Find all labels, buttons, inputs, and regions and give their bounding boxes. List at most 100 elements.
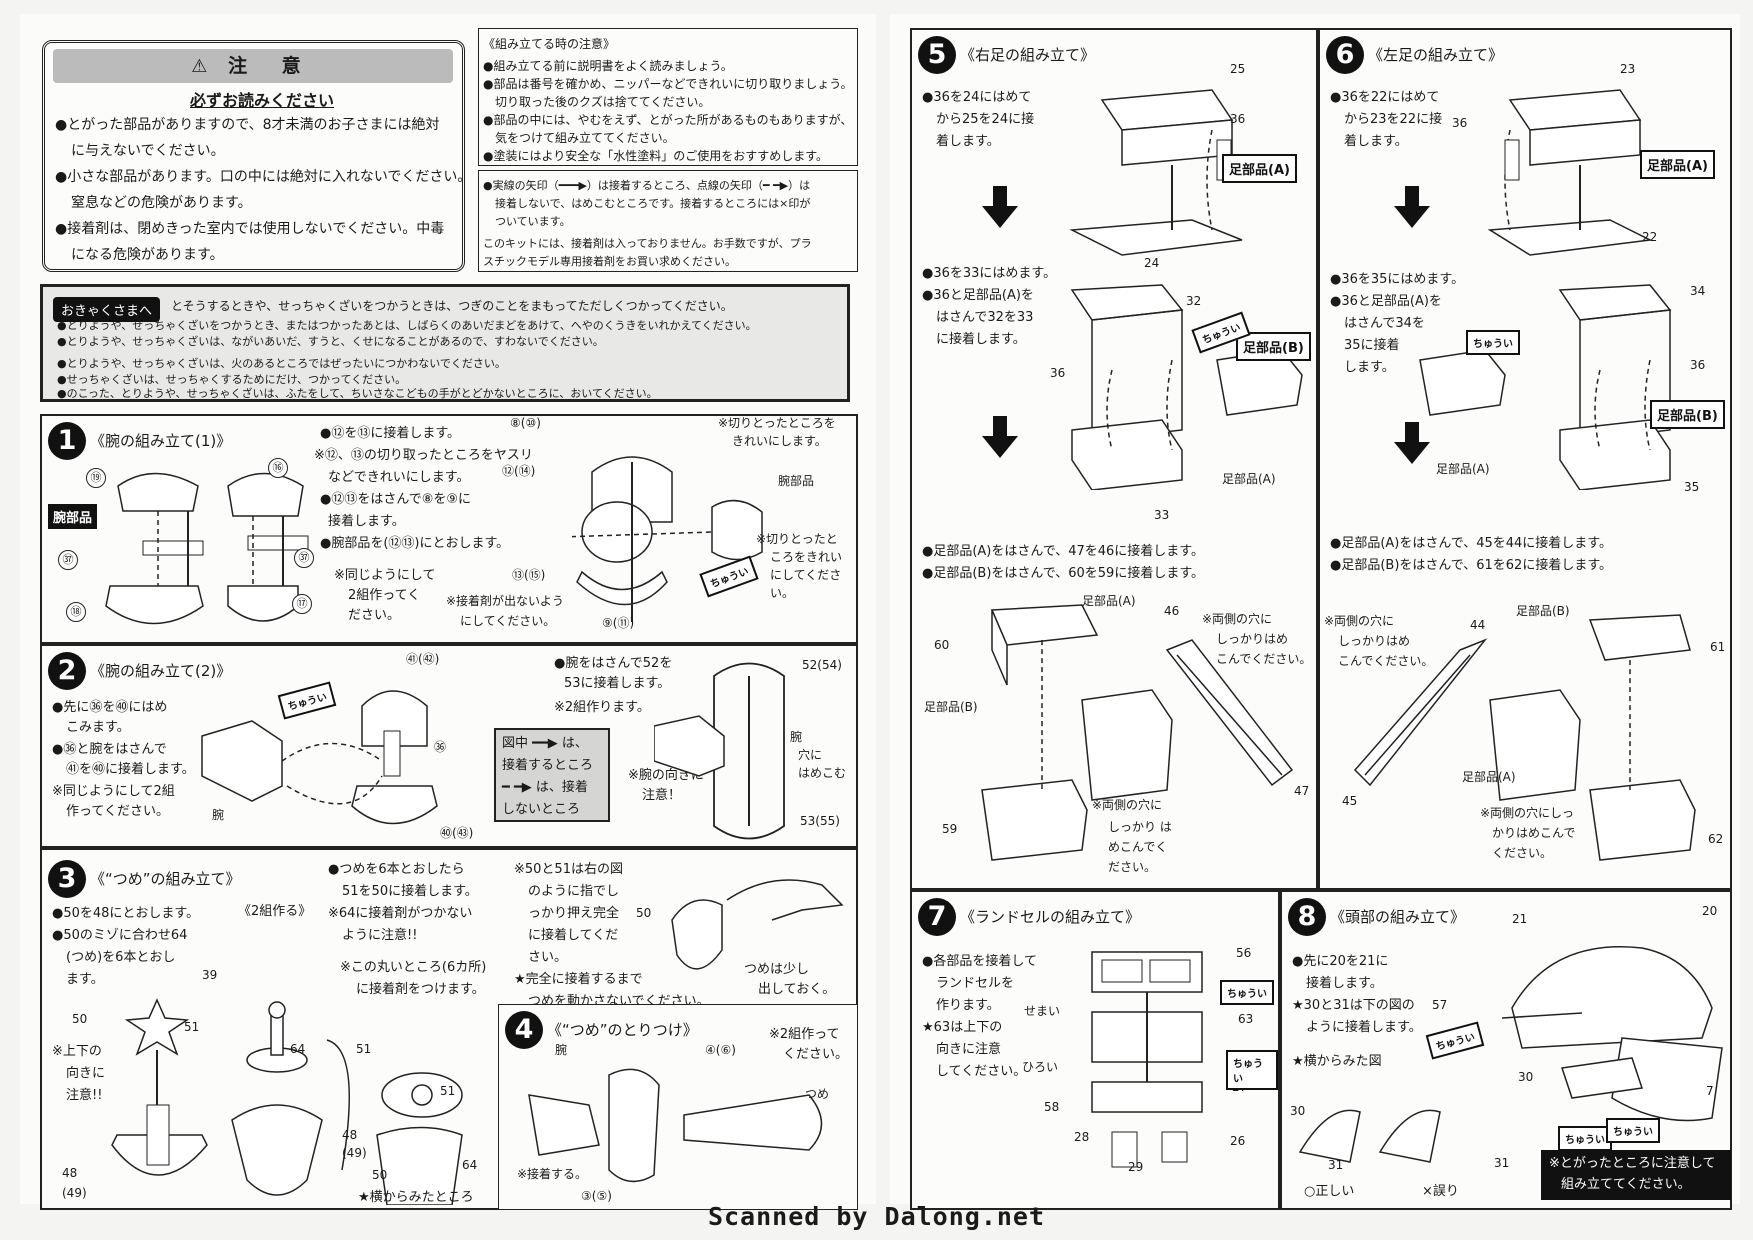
cut-note: きれいにします。: [732, 434, 827, 448]
step3-line: ●つめを6本とおしたら: [328, 862, 465, 877]
part-number-label: 62: [1708, 832, 1724, 846]
step4-box: 4 《“つめ”のとりつけ》 ※2組作って ください。 腕 つめ ④(⑥) ③(⑤…: [498, 1004, 858, 1210]
customer-notice: おきゃくさまへ とそうするときや、せっちゃくざいをつかうときは、つぎのことをまも…: [40, 284, 850, 402]
assembly-notes-title: 《組み立てる時の注意》: [483, 37, 616, 51]
wrong-label: ×誤り: [1422, 1184, 1459, 1199]
left-leg-final-drawing: [1353, 614, 1696, 861]
step4-title: 《“つめ”のとりつけ》: [547, 1021, 698, 1039]
step8-line: ように接着します。: [1306, 1020, 1422, 1035]
assembly-note-line: 切り取った後のクズは捨ててください。: [495, 95, 711, 109]
part-number-label: 51: [184, 1020, 200, 1034]
step5-line: ●36を24にはめて: [922, 90, 1032, 105]
caution-tag: ちゅうい: [1220, 980, 1274, 1005]
part-number-label: 53(55): [800, 814, 840, 828]
part-number-label: 7: [1706, 1084, 1714, 1098]
step4-number: 4: [505, 1011, 543, 1049]
caution-line: 窒息などの危険があります。: [71, 195, 252, 211]
part-number: ㊲: [294, 548, 314, 568]
leg-part-b-label: 足部品(B): [1516, 604, 1570, 618]
step1-line: ●⑫⑬をはさんで⑧を⑨に: [320, 492, 472, 507]
notice-line: 組み立ててください。: [1561, 1176, 1691, 1192]
arm-part-label: 腕部品: [778, 474, 815, 488]
part-number-label: (49): [62, 1186, 87, 1200]
caution-tag: ちゅうい: [1606, 1118, 1660, 1143]
part-number-label: 36: [1230, 112, 1246, 126]
part-number-label: 28: [1074, 1130, 1090, 1144]
glue-note-line: このキットには、接着剤は入っておりません。お手数ですが、プラ: [483, 237, 812, 250]
right-leg-body-drawing: [1070, 284, 1303, 490]
hole-note: こんでください。: [1338, 654, 1434, 668]
step8-title: 《頭部の組み立て》: [1330, 908, 1466, 926]
step6-line: 着します。: [1344, 134, 1408, 149]
part-number-label: 36: [1690, 358, 1706, 372]
two-sets-note: 《2組作る》: [238, 904, 312, 919]
step7-line: 向きに注意: [936, 1042, 1002, 1057]
step1-title: 《腕の組み立て(1)》: [90, 432, 232, 450]
glue-caution-note: ※接着剤が出ないよう: [446, 594, 564, 608]
claw-note: 出しておく。: [758, 982, 836, 997]
arrow-legend-line: ついています。: [495, 215, 571, 228]
step2-line: ●腕をはさんで52を: [554, 656, 673, 671]
part-number-label: 23: [1620, 62, 1636, 76]
step7-line: ●各部品を接着して: [922, 954, 1037, 969]
step6-number: 6: [1326, 36, 1364, 74]
part-number-label: 63: [1238, 1012, 1254, 1026]
step7-box: 7 《ランドセルの組み立て》 ●各部品を接着して ランドセルを 作ります。 ★6…: [910, 890, 1280, 1210]
hole-note: しっかり は: [1108, 820, 1172, 834]
part-number-label: ⑫(⑭): [502, 464, 536, 478]
leg-part-b-tag: 足部品(B): [1236, 332, 1311, 361]
customer-tag: おきゃくさまへ: [53, 297, 161, 322]
cut-note: ※切りとったと: [756, 532, 838, 546]
right-leg-part-drawing: [1069, 89, 1243, 256]
part-number-label: 59: [942, 822, 958, 836]
hole-note: ※両側の穴に: [1202, 612, 1273, 626]
part-number-label: (49): [342, 1146, 367, 1160]
updown-note: 向きに: [66, 1066, 106, 1081]
glue-caution-note: にしてください。: [460, 614, 556, 628]
step2-title: 《腕の組み立て(2)》: [90, 662, 232, 680]
updown-note: ※上下の: [52, 1044, 102, 1059]
caution-box: ⚠ 注 意 必ずお読みください ●とがった部品がありますので、8才未満のお子さま…: [42, 40, 471, 272]
cut-note: ※切りとったところを: [718, 416, 836, 430]
part-number-label: 51: [440, 1084, 456, 1098]
step6-title: 《左足の組み立て》: [1368, 46, 1504, 64]
wide-label: ひろい: [1022, 1060, 1059, 1074]
part-number-label: 21: [1512, 912, 1528, 926]
caution-line: になる危険があります。: [71, 247, 224, 263]
hole-note: 穴に: [798, 748, 823, 762]
legend-line: しないところ: [502, 802, 581, 817]
step5-number: 5: [918, 36, 956, 74]
finger-press-drawing: [671, 879, 844, 970]
part-number-label: 39: [202, 968, 218, 982]
step3-title: 《“つめ”の組み立て》: [90, 870, 241, 888]
arm-part-drawing: [105, 472, 309, 625]
hole-note: ※両側の穴に: [1324, 614, 1395, 628]
part-number-label: 46: [1164, 604, 1180, 618]
step1-line: ※⑫、⑬の切り取ったところをヤスリ: [314, 448, 533, 463]
claw-label: つめ: [805, 1087, 830, 1101]
part-number-label: 52(54): [802, 658, 842, 672]
circle-note: ※この丸いところ(6カ所): [340, 960, 487, 975]
step5-line: ●36を33にはめます。: [922, 266, 1057, 281]
caution-line: ●小さな部品があります。口の中には絶対に入れないでください。: [55, 169, 472, 185]
step7-line: 作ります。: [936, 998, 1000, 1013]
caution-tag: ちゅうい: [1466, 330, 1520, 355]
caution-line: ●とがった部品がありますので、8才未満のお子さまには絶対: [55, 117, 440, 133]
part-number-label: ④(⑥): [705, 1043, 736, 1057]
step2-line: ●㊱と腕をはさんで: [52, 742, 167, 757]
customer-line: ●とりようや、せっちゃくざいをつかうとき、またはつかったあとは、しばらくのあいだ…: [57, 319, 757, 332]
step3-right-line: ★完全に接着するまで: [514, 972, 643, 987]
updown-note: 注意!!: [66, 1088, 103, 1103]
assembly-note-line: 気をつけて組み立ててください。: [495, 131, 675, 145]
step7-line: ★63は上下の: [922, 1020, 1003, 1035]
caution-heading: ⚠ 注 意: [53, 49, 453, 83]
step5-line: から25を24に接: [936, 112, 1035, 127]
part-number-label: 24: [1144, 256, 1160, 270]
customer-line: ●せっちゃくざいは、せっちゃくするためにだけ、つかってください。: [57, 373, 407, 386]
claw-attach-drawing: [528, 1068, 823, 1183]
step1-number: 1: [48, 422, 86, 460]
hole-note: こんでください。: [1216, 652, 1312, 666]
hole-note: ください。: [1492, 846, 1553, 860]
notice-line: ※とがったところに注意して: [1549, 1156, 1716, 1171]
step8-line: ●先に20を21に: [1292, 954, 1389, 969]
